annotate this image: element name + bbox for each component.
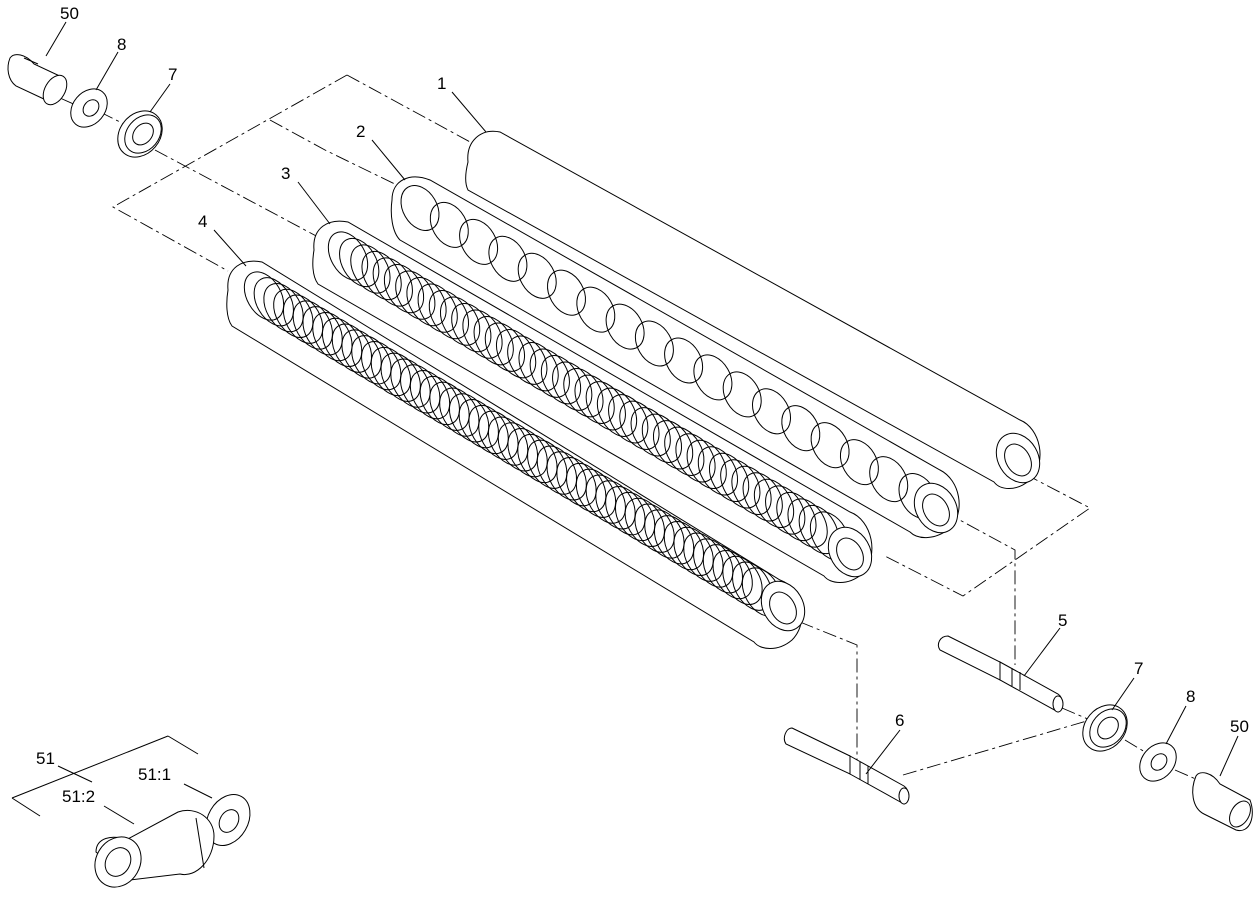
kit-51-2-bushing xyxy=(94,810,215,888)
kit-51-bracket xyxy=(11,735,199,817)
roller-ridge xyxy=(451,303,492,353)
roller-ridge xyxy=(776,491,817,542)
roller-ridge xyxy=(765,485,806,535)
callout-4: 4 xyxy=(198,212,207,231)
roller-ridge xyxy=(439,296,481,346)
roller-ridge xyxy=(372,257,413,307)
callout-51-2: 51:2 xyxy=(62,787,95,806)
roller-ridge xyxy=(563,368,604,418)
roller-ridge xyxy=(641,413,683,463)
roller-ridge xyxy=(395,270,436,320)
roller-ridge xyxy=(596,387,638,437)
callout-labels: 1 2 3 4 5 6 7 7 8 8 50 50 51 51:1 51:2 xyxy=(36,4,1249,806)
roller-2-coarse-spiral xyxy=(390,176,960,538)
callout-3: 3 xyxy=(281,164,290,183)
roller-ridge xyxy=(406,277,447,327)
assembly-center-lines xyxy=(59,74,1199,781)
roller-ridge xyxy=(720,459,761,509)
bearing-7-left xyxy=(117,110,163,158)
shaft-5 xyxy=(937,635,1064,713)
roller-ridge xyxy=(722,555,763,605)
roller-ridge xyxy=(350,244,391,294)
roller-ridge xyxy=(619,400,660,450)
roller-ridge xyxy=(585,381,626,431)
callout-8-right: 8 xyxy=(1186,687,1195,706)
kit-51-1-washer xyxy=(205,794,251,846)
roller-ridge xyxy=(697,446,739,496)
roller-ridge xyxy=(339,237,380,288)
roller-ridge xyxy=(473,316,514,366)
roller-ridge xyxy=(552,361,593,411)
roller-ridge xyxy=(652,420,694,470)
roller-ridge xyxy=(529,348,570,398)
roller-ridge xyxy=(540,355,582,405)
roller-ridge xyxy=(417,283,458,333)
shaft-6 xyxy=(783,727,910,805)
callout-7-left: 7 xyxy=(168,65,177,84)
roller-ridge xyxy=(495,329,537,379)
callout-50-left: 50 xyxy=(60,4,79,23)
callout-5: 5 xyxy=(1058,611,1067,630)
roller-4-fine-spiral xyxy=(226,260,806,649)
callout-2: 2 xyxy=(356,122,365,141)
sleeve-50-left xyxy=(7,54,68,106)
callout-50-right: 50 xyxy=(1230,717,1249,736)
roller-ridge xyxy=(753,478,795,528)
sleeve-50-right xyxy=(1192,772,1253,832)
callout-51-1: 51:1 xyxy=(138,765,171,784)
washer-8-left xyxy=(70,88,108,128)
roller-ridge xyxy=(686,439,727,489)
roller-ridge xyxy=(731,465,772,515)
roller-ridge xyxy=(484,322,526,372)
roller-ridge xyxy=(518,342,559,392)
roller-ridge xyxy=(787,498,828,548)
roller-3-medium-spiral xyxy=(312,220,873,583)
roller-ridge xyxy=(664,426,705,476)
roller-ridge xyxy=(361,250,402,301)
bearing-7-right xyxy=(1082,704,1128,752)
roller-ridge xyxy=(630,407,671,457)
roller-ridge xyxy=(507,335,548,385)
roller-1-smooth xyxy=(465,130,1041,489)
roller-ridge xyxy=(327,231,369,281)
roller-ridge xyxy=(742,472,783,522)
roller-ridge xyxy=(608,394,649,444)
callout-8-left: 8 xyxy=(117,35,126,54)
callout-1: 1 xyxy=(437,74,446,93)
roller-ridge xyxy=(383,264,425,314)
leader-lines xyxy=(45,21,1239,825)
callout-6: 6 xyxy=(895,711,904,730)
callout-7-right: 7 xyxy=(1134,659,1143,678)
roller-ridge xyxy=(675,433,716,483)
roller-ridge xyxy=(708,452,750,502)
roller-ridge xyxy=(574,374,615,424)
roller-ridge xyxy=(462,309,503,359)
washer-8-right xyxy=(1139,742,1177,782)
roller-ridge xyxy=(428,290,470,340)
callout-51: 51 xyxy=(36,749,55,768)
